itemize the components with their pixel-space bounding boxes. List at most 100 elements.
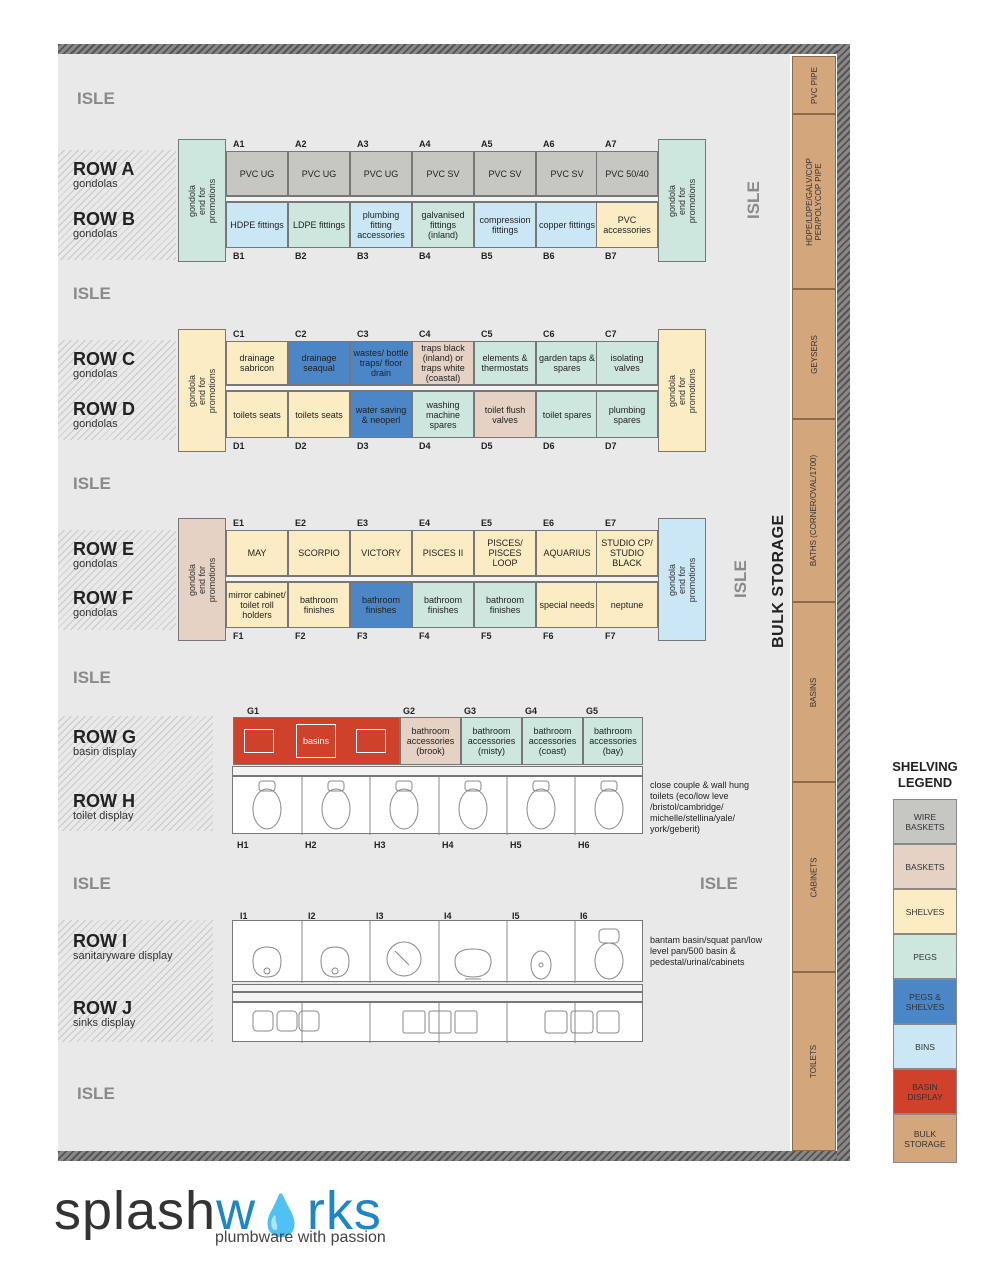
gondola-end-promotions: gondola end for promotions [658,518,706,641]
bay-b3: plumbing fitting accessories [350,202,412,248]
sanitaryware-display [232,920,643,983]
bay-id: E1 [233,518,245,528]
bay-id: A6 [543,139,555,149]
bay-id: A1 [233,139,245,149]
bay-id: D5 [481,441,493,451]
bay-e1: MAY [226,530,288,576]
bay-id: A7 [605,139,617,149]
bay-id: F3 [357,631,368,641]
bay-a2: PVC UG [288,151,350,196]
bay-d2: toilets seats [288,391,350,438]
row-i-note: bantam basin/squat pan/low level pan/500… [650,935,763,967]
bay-b4: galvanised fittings (inland) [412,202,474,248]
bulk-section-poly-pipe: HDPE/LDPE/GALV/COP PER/POLYCOP PIPE [792,114,836,289]
bay-c3: wastes/ bottle traps/ floor drain [350,341,412,385]
bay-d5: toilet flush valves [474,391,536,438]
bay-id: A5 [481,139,493,149]
bay-id: E4 [419,518,431,528]
bay-c2: drainage seaqual [288,341,350,385]
bay-g3: bathroom accessories (misty) [461,717,522,765]
bay-id: B4 [419,251,431,261]
legend-basin-display: BASIN DISPLAY [893,1069,957,1114]
bay-id: C7 [605,329,617,339]
isle-label-vertical: ISLE [731,560,750,598]
bay-id: G3 [464,706,477,716]
bay-id: I6 [580,911,588,921]
gondola-end-promotions: gondola end for promotions [658,329,706,452]
display-divider [232,984,643,992]
toilet-display [232,776,643,835]
bay-id: I4 [444,911,452,921]
bay-id: D6 [543,441,555,451]
bay-id: E7 [605,518,617,528]
bay-f1: mirror cabinet/ toilet roll holders [226,582,288,628]
bay-e7: STUDIO CP/ STUDIO BLACK [596,530,658,576]
bay-id: C2 [295,329,307,339]
bulk-storage-label: BULK STORAGE [770,514,787,648]
bay-f5: bathroom finishes [474,582,536,628]
isle-label: ISLE [700,874,738,893]
bay-b5: compression fittings [474,202,536,248]
gondola-end-promotions: gondola end for promotions [658,139,706,262]
legend-baskets: BASKETS [893,844,957,889]
gondola-end-promotions: gondola end for promotions [178,139,226,262]
bay-g5: bathroom accessories (bay) [583,717,643,765]
bay-d7: plumbing spares [596,391,658,438]
isle-label: ISLE [73,474,111,493]
row-label-hatch [58,530,176,630]
bay-f6: special needs [536,582,598,628]
bay-f2: bathroom finishes [288,582,350,628]
bay-id: H6 [578,840,590,850]
bay-id: H5 [510,840,522,850]
bay-id: D2 [295,441,307,451]
bay-b1: HDPE fittings [226,202,288,248]
bay-id: G4 [525,706,538,716]
bay-id: F6 [543,631,554,641]
legend-bins: BINS [893,1024,957,1069]
isle-label: ISLE [77,89,115,108]
sinks-display [232,1002,643,1043]
legend-wire-baskets: WIRE BASKETS [893,799,957,844]
bay-a1: PVC UG [226,151,288,196]
row-label-hatch [58,716,213,831]
gondola-spine [226,385,658,391]
bay-id: B1 [233,251,245,261]
bay-d6: toilet spares [536,391,598,438]
gondola-spine [226,576,658,582]
logo-tagline: plumbware with passion [215,1229,386,1246]
bay-a6: PVC SV [536,151,598,196]
splashworks-logo: splashw💧rks [54,1181,382,1241]
bay-f3: bathroom finishes [350,582,412,628]
bay-id: I5 [512,911,520,921]
isle-label: ISLE [73,284,111,303]
bay-d3: water saving & neoperl [350,391,412,438]
bay-id: E2 [295,518,307,528]
bay-id: G1 [247,706,260,716]
sink-icons [252,1003,620,1043]
bay-c6: garden taps & spares [536,341,598,385]
bay-id: E5 [481,518,493,528]
basins-label: basins [296,724,336,758]
basin-icon [244,729,274,753]
bay-e6: AQUARIUS [536,530,598,576]
bay-d1: toilets seats [226,391,288,438]
bay-id: I3 [376,911,384,921]
bay-id: H4 [442,840,454,850]
bay-id: F1 [233,631,244,641]
bulk-storage-column: PVC PIPE HDPE/LDPE/GALV/COP PER/POLYCOP … [792,56,836,1151]
bulk-section-pvc-pipe: PVC PIPE [792,56,836,114]
bay-id: F5 [481,631,492,641]
bay-c1: drainage sabricon [226,341,288,385]
bulk-section-toilets: TOILETS [792,972,836,1151]
bay-id: B2 [295,251,307,261]
gondola-spine [226,196,658,202]
bay-id: B6 [543,251,555,261]
bulk-section-cabinets: CABINETS [792,782,836,972]
bay-id: C6 [543,329,555,339]
